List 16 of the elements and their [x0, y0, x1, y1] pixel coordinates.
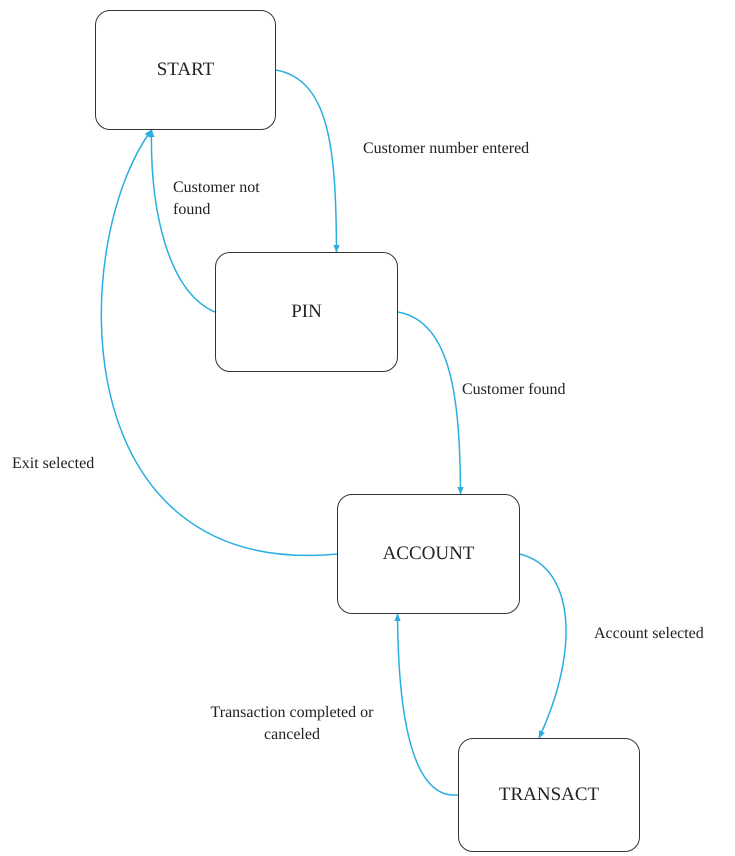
state-box: START	[95, 10, 276, 130]
arrow	[276, 69, 340, 253]
arrow	[520, 553, 567, 739]
state-box: ACCOUNT	[337, 494, 520, 614]
arrow	[101, 129, 337, 555]
edge-label: Transaction completed or canceled	[210, 703, 374, 745]
state-box: TRANSACT	[458, 738, 640, 852]
edge-label: Customer number entered	[363, 139, 530, 159]
edge-label: Customer not found	[173, 178, 261, 220]
edge-label: Exit selected	[12, 454, 96, 474]
arrow	[148, 129, 216, 313]
edge-label: Customer found	[462, 380, 567, 400]
state-box: PIN	[215, 252, 398, 372]
arrow	[398, 311, 464, 495]
edge-label: Account selected	[594, 624, 705, 644]
arrow	[394, 613, 458, 796]
